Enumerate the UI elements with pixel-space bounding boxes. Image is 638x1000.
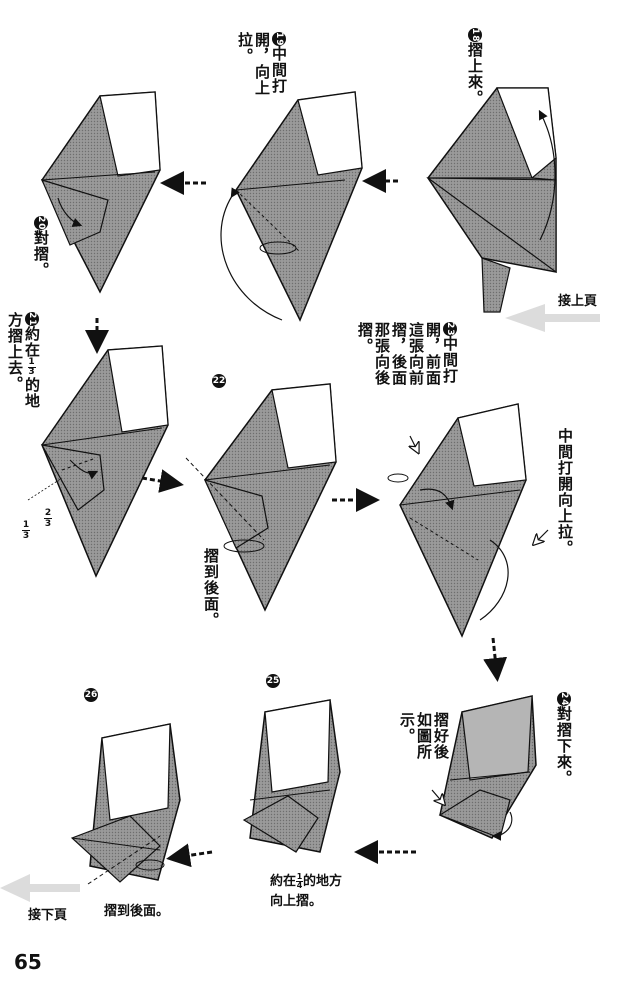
arrow-25-to-26 [166, 843, 213, 868]
arrow-23-to-24 [483, 637, 508, 682]
step-24-side-note: 摺好後如圖所示。 [398, 712, 450, 760]
step-26-number-badge: 26 [84, 682, 98, 702]
figure-step-18 [426, 87, 557, 313]
figure-step-24 [431, 695, 537, 841]
figure-step-25 [242, 699, 341, 853]
step-number: 23 [443, 322, 457, 337]
page-number: 65 [14, 950, 42, 974]
step-20-label: 20對摺。 [32, 216, 50, 278]
step-number: 24 [557, 692, 571, 707]
step-23-side-note: 中間打開向上拉。 [556, 428, 574, 556]
figure-step-22 [185, 383, 337, 612]
step-25-number-badge: 25 [266, 668, 280, 688]
step-22-number-badge: 22 [212, 368, 226, 388]
arrow-21-to-22 [141, 469, 184, 493]
figure-step-23 [387, 403, 549, 638]
figure-step-26 [70, 723, 181, 885]
figure-step-21 [27, 345, 169, 578]
figure-step-19 [220, 91, 363, 322]
step-number: 22 [212, 374, 226, 388]
step-18-label: 18摺上來。 [466, 28, 484, 106]
step-number: 26 [84, 688, 98, 702]
step-23-label: 23中間打開，前面這張向前摺，後面那張向後摺。 [356, 322, 459, 386]
step-number: 25 [266, 674, 280, 688]
continue-from-arrow [505, 304, 600, 332]
sequence-arrows [85, 169, 508, 868]
step-26-label: 摺到後面。 [104, 904, 170, 919]
step-19-label: 19中間打開，向上拉。 [236, 32, 288, 96]
step-22-label: 摺到後面。 [202, 548, 220, 628]
step-number: 19 [272, 32, 286, 47]
step-25-label-line2: 向上摺。 [270, 894, 323, 909]
continue-to-label: 接下頁 [28, 908, 68, 923]
step-number: 21 [25, 312, 39, 327]
figure-step-20 [40, 91, 161, 294]
continue-from-label: 接上頁 [558, 294, 598, 309]
step-number: 20 [34, 216, 48, 231]
step-24-label: 24對摺下來。 [555, 692, 573, 786]
step-number: 18 [468, 28, 482, 43]
continue-to-arrow [0, 874, 80, 902]
